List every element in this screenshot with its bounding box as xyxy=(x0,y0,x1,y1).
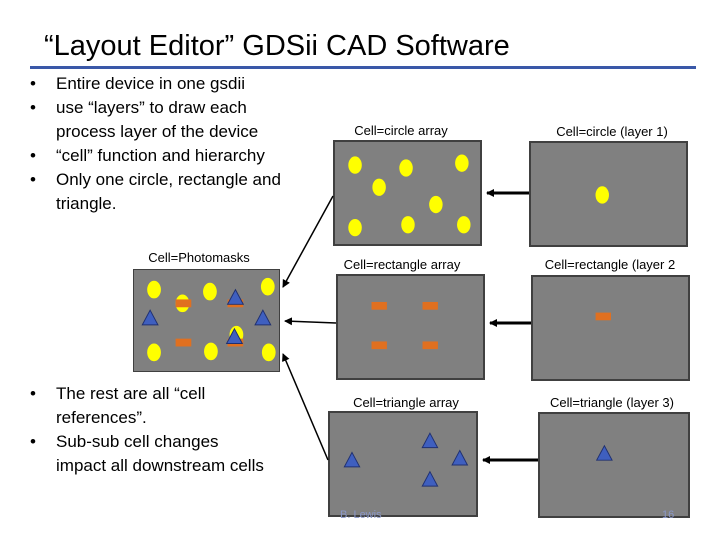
circle-shape xyxy=(595,186,609,204)
circle-shape xyxy=(455,154,469,172)
footer-page-number: 16 xyxy=(662,509,675,521)
rectangle-array-shapes xyxy=(371,301,438,350)
label-triangle-layer: Cell=triangle (layer 3) xyxy=(550,395,674,410)
bullet-text: Only one circle, rectangle and triangle. xyxy=(56,170,281,213)
bullet-list-bottom: • The rest are all “cell references”. • Su… xyxy=(28,382,268,478)
bullet-item: • Sub-sub cell changes impact all downstr… xyxy=(28,430,268,478)
circle-shape xyxy=(261,343,276,362)
panel-rectangle-array xyxy=(336,274,485,380)
panel-circle-layer xyxy=(529,141,688,247)
arrow-left xyxy=(282,195,334,288)
arrow-left xyxy=(282,353,329,461)
circle-shape xyxy=(401,216,415,234)
slide-title: “Layout Editor” GDSii CAD Software xyxy=(44,30,510,62)
label-photomasks: Cell=Photomasks xyxy=(148,250,250,265)
triangle-shape xyxy=(141,309,159,326)
triangle-array-shapes xyxy=(343,432,469,487)
rectangle-shape xyxy=(422,301,438,310)
bullet-item: • “cell” function and hierarchy xyxy=(28,144,288,168)
bullet-text: Sub-sub cell changes impact all downstre… xyxy=(56,432,264,475)
triangle-layer-shapes xyxy=(595,444,613,461)
triangle-shape xyxy=(226,288,245,305)
triangle-shape xyxy=(421,470,439,487)
rectangle-layer-shapes xyxy=(595,312,611,321)
arrow-left xyxy=(284,317,337,326)
circle-array-shapes xyxy=(348,154,471,237)
triangle-shape xyxy=(225,327,244,345)
label-rectangle-layer: Cell=rectangle (layer 2 xyxy=(544,257,676,272)
label-triangle-array: Cell=triangle array xyxy=(353,395,459,410)
bullet-dot: • xyxy=(30,384,36,403)
rectangle-shape xyxy=(175,299,192,308)
triangle-shape xyxy=(254,309,272,326)
bullet-item: • The rest are all “cell references”. xyxy=(28,382,268,430)
panel-triangle-array xyxy=(328,411,478,517)
bullet-text: “cell” function and hierarchy xyxy=(56,146,265,165)
panel-triangle-layer xyxy=(538,412,690,518)
circle-shape xyxy=(204,342,218,361)
bullet-text: use “layers” to draw each process layer … xyxy=(56,98,259,141)
circle-shape xyxy=(399,159,413,177)
triangle-shape xyxy=(451,449,469,466)
circle-shape xyxy=(348,218,362,237)
bullet-item: • use “layers” to draw each process layer… xyxy=(28,96,288,144)
circle-shape xyxy=(457,216,471,234)
photomasks-shapes xyxy=(141,277,276,362)
circle-shape xyxy=(372,178,386,196)
circle-shape xyxy=(147,280,161,299)
rectangle-shape xyxy=(371,341,387,350)
circle-layer-shapes xyxy=(595,186,609,204)
title-underline xyxy=(30,66,696,69)
label-circle-array: Cell=circle array xyxy=(354,123,448,138)
circle-shape xyxy=(429,195,443,214)
bullet-item: • Entire device in one gsdii xyxy=(28,72,288,96)
triangle-shape xyxy=(421,432,439,449)
bullet-dot: • xyxy=(30,146,36,165)
label-rectangle-array: Cell=rectangle array xyxy=(343,257,461,272)
bullet-text: Entire device in one gsdii xyxy=(56,74,246,93)
rectangle-shape xyxy=(595,312,611,321)
footer-author: B. Lewis xyxy=(340,509,382,521)
circle-shape xyxy=(348,156,362,174)
circle-shape xyxy=(147,343,161,362)
bullet-dot: • xyxy=(30,432,36,451)
bullet-list-top: • Entire device in one gsdii • use “layers… xyxy=(28,72,288,216)
rectangle-shape xyxy=(175,338,192,347)
bullet-dot: • xyxy=(30,74,36,93)
triangle-shape xyxy=(595,444,613,461)
circle-shape xyxy=(203,282,217,301)
bullet-dot: • xyxy=(30,98,36,117)
panel-circle-array xyxy=(333,140,482,246)
triangle-shape xyxy=(343,451,361,468)
bullet-text: The rest are all “cell references”. xyxy=(56,384,206,427)
label-circle-layer: Cell=circle (layer 1) xyxy=(556,124,668,139)
panel-photomasks xyxy=(133,269,280,372)
circle-shape xyxy=(260,277,275,296)
bullet-item: • Only one circle, rectangle and triangle… xyxy=(28,168,288,216)
rectangle-shape xyxy=(371,301,387,310)
rectangle-shape xyxy=(422,341,438,350)
bullet-dot: • xyxy=(30,170,36,189)
panel-rectangle-layer xyxy=(531,275,690,381)
